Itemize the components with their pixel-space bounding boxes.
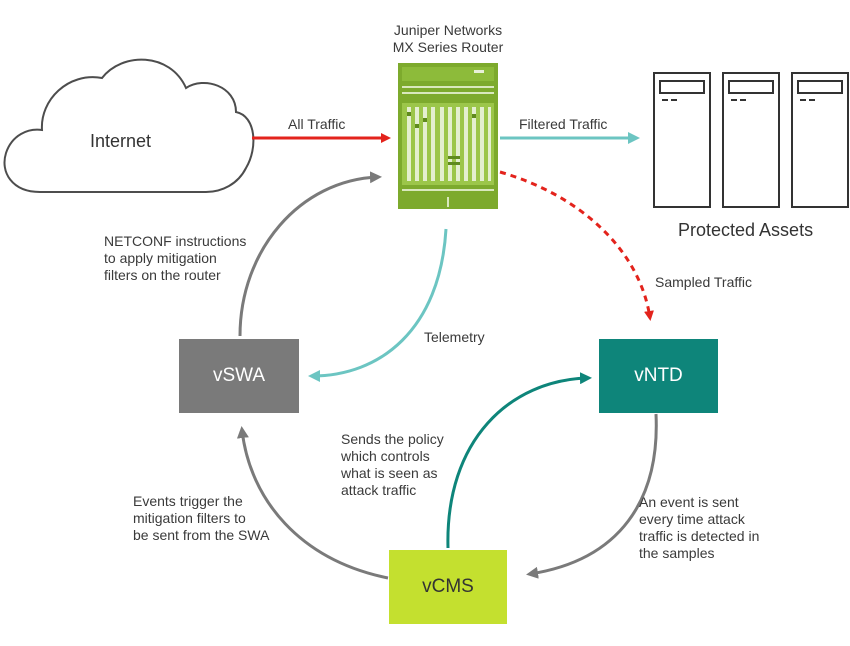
internet-label: Internet <box>90 131 152 151</box>
server-icon <box>791 72 849 208</box>
events-trigger-arrow <box>236 426 389 580</box>
all-traffic-label: All Traffic <box>288 116 346 132</box>
mx-router-icon <box>398 63 498 209</box>
router-title: Juniper Networks MX Series Router <box>392 22 504 55</box>
event-sent-label: An event is sent every time attack traff… <box>639 494 760 561</box>
vntd-node: vNTD <box>599 339 718 413</box>
vntd-label: vNTD <box>634 365 683 386</box>
vcms-label: vCMS <box>422 576 474 597</box>
telemetry-label: Telemetry <box>424 329 485 345</box>
sampled-traffic-arrow <box>499 170 654 321</box>
event-sent-arrow <box>526 413 658 579</box>
sampled-traffic-label: Sampled Traffic <box>655 274 753 290</box>
policy-label: Sends the policy which controls what is … <box>341 431 444 498</box>
events-trigger-label: Events trigger the mitigation filters to… <box>133 493 270 543</box>
telemetry-arrow <box>308 228 448 382</box>
server-icon <box>722 72 780 208</box>
internet-cloud-icon <box>3 58 255 193</box>
policy-arrow <box>446 372 592 549</box>
netconf-arrow <box>238 171 382 337</box>
vswa-label: vSWA <box>212 365 266 386</box>
vswa-node: vSWA <box>179 339 299 413</box>
protected-assets-label: Protected Assets <box>678 220 814 240</box>
filtered-traffic-label: Filtered Traffic <box>519 116 608 132</box>
vcms-node: vCMS <box>389 550 507 624</box>
server-icon <box>653 72 711 208</box>
netconf-label: NETCONF instructions to apply mitigation… <box>104 233 247 283</box>
